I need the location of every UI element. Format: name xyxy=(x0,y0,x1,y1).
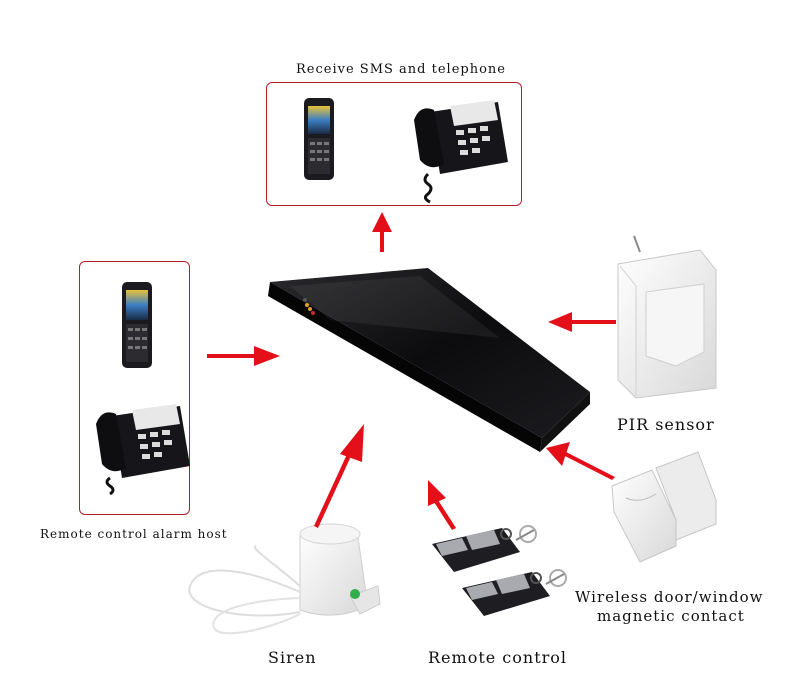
arrow-from-remote-host xyxy=(207,346,280,366)
arrow-to-receive xyxy=(372,212,392,252)
arrow-from-door-contact xyxy=(546,442,615,480)
pir-sensor-label: PIR sensor xyxy=(617,415,715,434)
siren-label: Siren xyxy=(268,648,317,667)
remote-host-label: Remote control alarm host xyxy=(40,527,228,541)
pir-sensor-icon xyxy=(617,235,717,399)
siren-icon xyxy=(188,523,381,635)
door-contact-label-1: Wireless door/window xyxy=(575,588,764,606)
remote-control-icon xyxy=(432,525,537,572)
arrow-from-remote-control xyxy=(428,480,456,530)
remote-control-label: Remote control xyxy=(428,648,568,667)
desk-telephone-icon xyxy=(96,404,190,496)
alarm-host-icon xyxy=(268,268,590,452)
arrow-from-pir xyxy=(548,312,616,332)
arrow-from-siren xyxy=(314,424,364,528)
desk-telephone-icon xyxy=(414,100,508,204)
door-contact-icon xyxy=(611,451,717,563)
remote-control-icon xyxy=(462,569,567,616)
door-contact-label-2: magnetic contact xyxy=(597,607,745,625)
mobile-phone-icon xyxy=(122,282,152,368)
mobile-phone-icon xyxy=(304,98,334,180)
receive-sms-label: Receive SMS and telephone xyxy=(296,62,506,77)
